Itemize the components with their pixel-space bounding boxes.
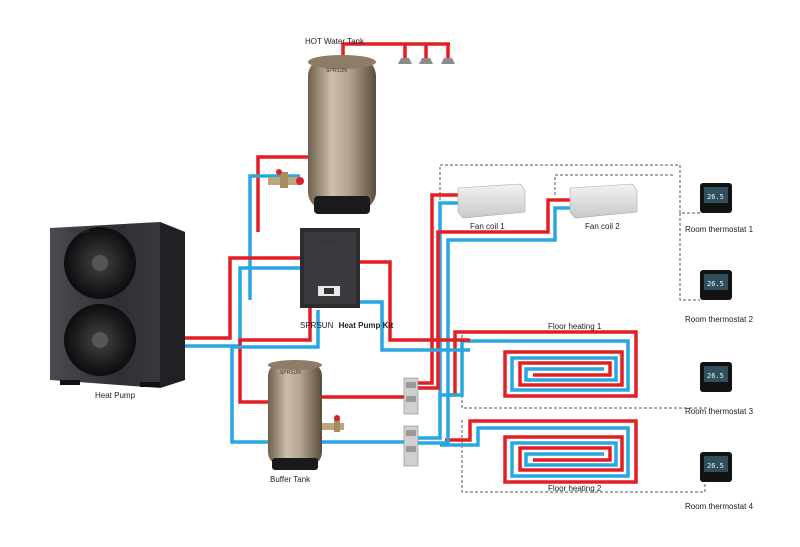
tank-brand-mark: SPRSUN <box>326 68 347 74</box>
manifold-return <box>403 425 419 467</box>
thermostat-1-reading: 26.5 <box>707 193 724 201</box>
buffer-brand-mark: SPRSUN <box>280 370 301 376</box>
fan-coil-2-label: Fan coil 2 <box>585 222 620 231</box>
room-thermostat-4: 26.5 <box>700 452 732 482</box>
hot-water-tank: SPRSUN <box>308 55 376 214</box>
room-thermostat-4-label: Room thermostat 4 <box>685 502 754 511</box>
floor-heating-2-label: Floor heating 2 <box>548 484 602 493</box>
heat-pump-unit: SPRSUN <box>50 222 185 388</box>
thermostat-4-reading: 26.5 <box>707 462 724 470</box>
fan-coil-1 <box>457 183 526 219</box>
kit-label-name: Heat Pump Kit <box>339 321 394 330</box>
control-wiring <box>439 164 710 493</box>
floor-heating-1-label: Floor heating 1 <box>548 322 602 331</box>
kit-label: SPRSUN Heat Pump Kit <box>300 321 394 330</box>
shower-head-icon <box>398 58 455 64</box>
manifold-supply <box>403 377 419 415</box>
thermostat-3-reading: 26.5 <box>707 372 724 380</box>
heat-pump-kit: SPRSUN <box>300 228 360 308</box>
valve-icon <box>268 169 304 188</box>
kit-label-brand: SPRSUN <box>300 321 334 330</box>
room-thermostat-1-label: Room thermostat 1 <box>685 225 754 234</box>
fan-coil-1-label: Fan coil 1 <box>470 222 505 231</box>
room-thermostat-2: 26.5 <box>700 270 732 300</box>
floor-heating-2-loop <box>440 419 638 484</box>
room-thermostat-1: 26.5 <box>700 183 732 213</box>
room-thermostat-3: 26.5 <box>700 362 732 392</box>
hot-water-tank-label: HOT Water Tank <box>305 37 365 46</box>
fan-coil-2 <box>569 183 638 219</box>
room-thermostat-2-label: Room thermostat 2 <box>685 315 754 324</box>
heat-pump-label: Heat Pump <box>95 391 136 400</box>
heat-pump-brand-mark: SPRSUN <box>68 229 89 235</box>
room-thermostat-3-label: Room thermostat 3 <box>685 407 754 416</box>
fan-coil-pipes <box>418 193 570 445</box>
buffer-tank: SPRSUN <box>268 360 322 470</box>
buffer-tank-label: Buffer Tank <box>270 475 311 484</box>
valve-icon <box>322 415 344 432</box>
thermostat-2-reading: 26.5 <box>707 280 724 288</box>
kit-brand-mark: SPRSUN <box>320 239 341 245</box>
